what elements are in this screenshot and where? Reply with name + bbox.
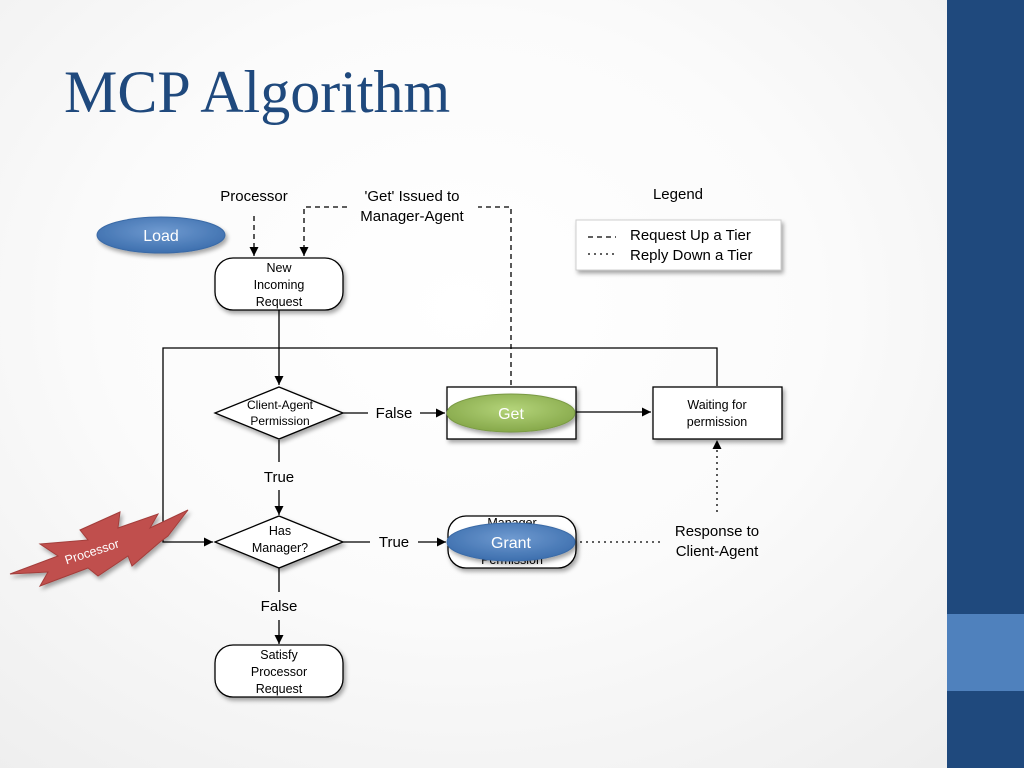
right-decor-accent <box>947 614 1024 691</box>
node-client-agent-line1: Client-Agent <box>247 398 314 412</box>
grant-token: Grant <box>446 522 576 562</box>
node-new-request-line1: New <box>266 261 292 275</box>
connector-get-issued-dashed <box>304 206 512 385</box>
label-get-issued-line1: 'Get' Issued to <box>365 188 460 205</box>
legend-dashed-label: Request Up a Tier <box>630 227 751 244</box>
node-new-request: New Incoming Request <box>214 257 344 311</box>
legend-dotted-label: Reply Down a Tier <box>630 247 753 264</box>
node-waiting-line2: permission <box>687 415 747 429</box>
slide-title: MCP Algorithm <box>64 59 451 125</box>
grant-token-label: Grant <box>491 535 532 552</box>
node-has-manager-line2: Manager? <box>252 541 308 555</box>
legend-box: Request Up a Tier Reply Down a Tier <box>575 219 782 271</box>
label-true-1: True <box>264 469 294 486</box>
label-false-2: False <box>261 598 298 615</box>
label-false-1: False <box>376 405 413 422</box>
node-satisfy-line1: Satisfy <box>260 648 298 662</box>
connector-loop-back <box>162 347 718 547</box>
flowchart: New Incoming Request Client-Agent Permis… <box>9 186 783 698</box>
label-get-issued-line2: Manager-Agent <box>360 208 464 225</box>
node-new-request-line2: Incoming <box>254 278 305 292</box>
label-response-line1: Response to <box>675 523 759 540</box>
label-response-line2: Client-Agent <box>676 543 759 560</box>
label-true-2: True <box>379 534 409 551</box>
node-has-manager: Has Manager? <box>213 515 345 569</box>
node-new-request-line3: Request <box>256 295 303 309</box>
label-processor-top: Processor <box>220 188 288 205</box>
node-waiting-for-permission: Waiting for permission <box>652 386 783 440</box>
get-token: Get <box>446 393 576 433</box>
node-satisfy-line2: Processor <box>251 665 307 679</box>
load-token: Load <box>96 216 226 254</box>
node-satisfy-processor-request: Satisfy Processor Request <box>214 644 344 698</box>
node-has-manager-line1: Has <box>269 524 291 538</box>
get-token-label: Get <box>498 406 524 423</box>
processor-burst-token: Processor <box>9 509 189 587</box>
legend-title: Legend <box>653 186 703 203</box>
node-satisfy-line3: Request <box>256 682 303 696</box>
node-waiting-line1: Waiting for <box>687 398 746 412</box>
node-client-agent-permission: Client-Agent Permission <box>213 386 345 440</box>
node-client-agent-line2: Permission <box>250 414 309 428</box>
load-token-label: Load <box>143 228 179 245</box>
